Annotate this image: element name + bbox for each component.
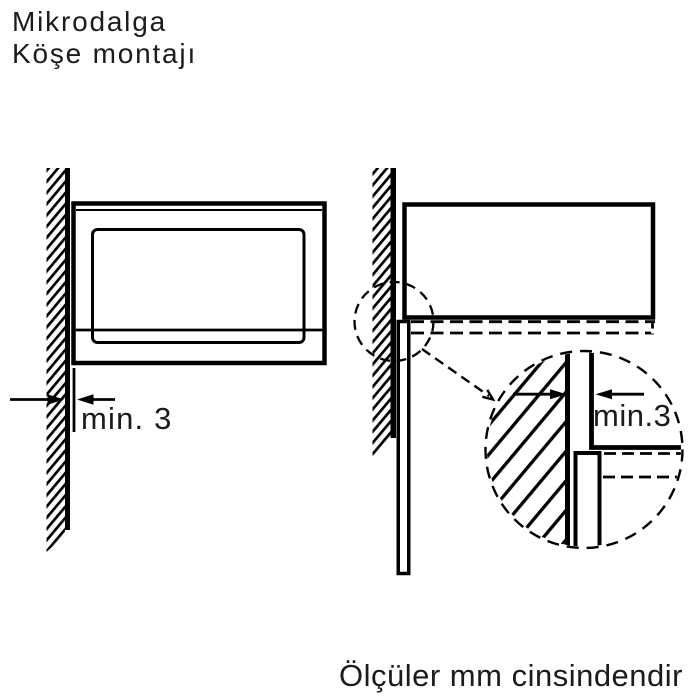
front-dimension-right-arrowhead-icon [77, 394, 94, 405]
front-wall-surface-line [65, 168, 70, 530]
title-line-2: Köşe montajı [12, 38, 198, 69]
page-title: Mikrodalga Köşe montajı [12, 6, 197, 70]
microwave-side-outline [402, 202, 656, 320]
detail-magnifier-circle [484, 349, 684, 550]
detail-dimension-label: min.3 [593, 398, 672, 433]
side-view-diagram [372, 168, 656, 576]
title-line-1: Mikrodalga [12, 6, 167, 37]
detail-wall-hatch [487, 352, 570, 547]
detail-open-door-panel [573, 451, 602, 547]
detail-wall-surface-line [565, 352, 570, 547]
front-dimension-left-arrowhead-icon [47, 394, 64, 405]
front-view-diagram [10, 168, 327, 552]
microwave-front-outline [71, 201, 327, 366]
side-wall-hatch [372, 168, 391, 456]
detail-dimension [513, 389, 644, 400]
side-wall-surface-line [390, 168, 396, 438]
detail-view [353, 280, 684, 550]
open-door-panel [396, 319, 411, 576]
detail-leader-line [421, 348, 490, 397]
front-dimension [10, 368, 115, 432]
units-note: Ölçüler mm cinsindendir [339, 658, 683, 693]
front-dimension-label: min. 3 [81, 401, 173, 436]
front-wall-hatch [46, 168, 65, 552]
detail-appliance-corner-line [589, 352, 681, 450]
microwave-door-window [91, 228, 306, 344]
detail-dimension-right-arrowhead-icon [595, 389, 612, 400]
detail-dimension-left-arrowhead-icon [550, 389, 567, 400]
detail-leader-arrowhead-icon [482, 389, 496, 402]
detail-magnified-content [487, 352, 681, 547]
detail-source-circle [353, 280, 435, 363]
